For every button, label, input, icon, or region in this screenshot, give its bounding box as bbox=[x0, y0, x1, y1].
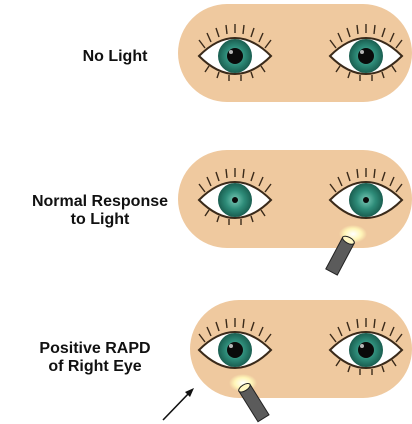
pupil-dilated bbox=[358, 342, 374, 358]
arrow-icon bbox=[163, 388, 194, 420]
panel-normal-response bbox=[178, 150, 412, 275]
pupil-dilated bbox=[358, 48, 374, 64]
pupil-dilated bbox=[227, 342, 243, 358]
panel-positive-rapd bbox=[163, 300, 412, 422]
pupil-constricted bbox=[232, 197, 238, 203]
pupil-dilated bbox=[227, 48, 243, 64]
panel-no-light bbox=[178, 4, 412, 102]
pupil-constricted bbox=[363, 197, 369, 203]
